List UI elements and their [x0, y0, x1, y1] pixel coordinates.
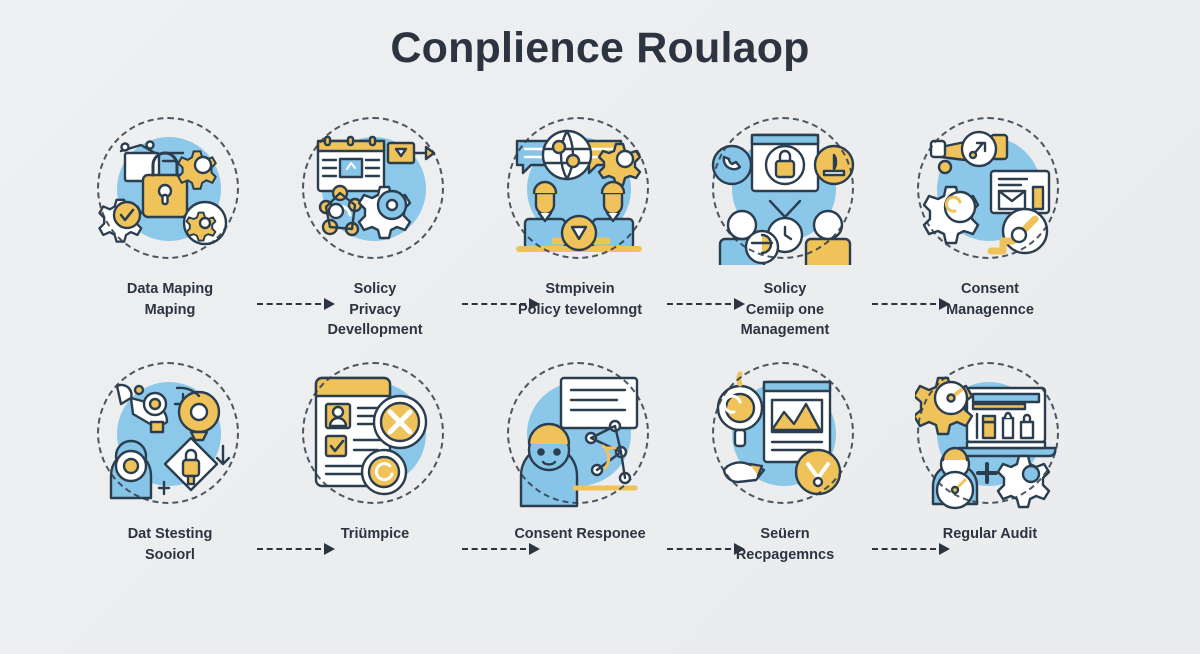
step-illustration-step-10	[915, 360, 1065, 510]
step-label-line: Sooiorl	[145, 546, 195, 563]
step-label-line: Stmpivein	[545, 281, 615, 297]
step-label-line: Solicy	[763, 281, 807, 297]
step-label-line: Privacy	[349, 301, 401, 318]
step-illustration-step-1	[95, 115, 245, 265]
flow-step-step-7[interactable]: Triümpice	[280, 360, 470, 545]
step-label-line: Regular Audit	[942, 526, 1038, 542]
step-label-line: Consent	[961, 281, 1019, 297]
step-illustration-step-3	[505, 115, 655, 265]
dashed-ring	[97, 117, 239, 259]
step-illustration-step-8	[505, 360, 655, 510]
dashed-ring	[507, 117, 649, 259]
dashed-ring	[917, 362, 1059, 504]
step-label-line: Consent Responee	[514, 526, 646, 542]
dashed-arrow-right-icon	[462, 543, 546, 555]
step-label-line: Recpagemncs	[735, 546, 835, 563]
step-illustration-step-2	[300, 115, 450, 265]
step-label-line: Maping	[144, 301, 196, 318]
step-label-line: Management	[740, 322, 830, 339]
step-label-line: Seüern	[760, 526, 810, 542]
dashed-arrow-right-icon	[872, 543, 956, 555]
step-label-line: Policy tevelomngt	[517, 301, 643, 318]
dashed-arrow-right-icon	[257, 298, 341, 310]
flow-step-step-10[interactable]: Regular Audit	[895, 360, 1085, 545]
step-illustration-step-7	[300, 360, 450, 510]
dashed-ring	[302, 117, 444, 259]
step-label-step-10: Regular Audit	[895, 524, 1085, 545]
dashed-ring	[507, 362, 649, 504]
dashed-ring	[917, 117, 1059, 259]
step-label-line: Cemiip one	[745, 301, 825, 318]
step-label-line: Triümpice	[340, 526, 410, 542]
step-label-step-8: Consent Responee	[485, 524, 675, 545]
step-label-step-7: Triümpice	[280, 524, 470, 545]
step-label-line: Solicy	[353, 281, 397, 297]
dashed-arrow-right-icon	[667, 298, 751, 310]
dashed-ring	[712, 117, 854, 259]
step-illustration-step-9	[710, 360, 860, 510]
step-illustration-step-6	[95, 360, 245, 510]
flow-step-step-8[interactable]: Consent Responee	[485, 360, 675, 545]
dashed-ring	[302, 362, 444, 504]
dashed-arrow-right-icon	[462, 298, 546, 310]
step-illustration-step-5	[915, 115, 1065, 265]
dashed-arrow-right-icon	[257, 543, 341, 555]
step-label-line: Devellopment	[327, 322, 423, 339]
dashed-arrow-right-icon	[667, 543, 751, 555]
page-title: Conplience Roulaop	[390, 24, 810, 72]
step-label-line: Managennce	[946, 301, 1034, 318]
step-label-line: Dat Stesting	[127, 526, 213, 542]
dashed-arrow-right-icon	[872, 298, 956, 310]
dashed-ring	[712, 362, 854, 504]
step-label-line: Data Maping	[126, 281, 214, 297]
dashed-ring	[97, 362, 239, 504]
step-illustration-step-4	[710, 115, 860, 265]
